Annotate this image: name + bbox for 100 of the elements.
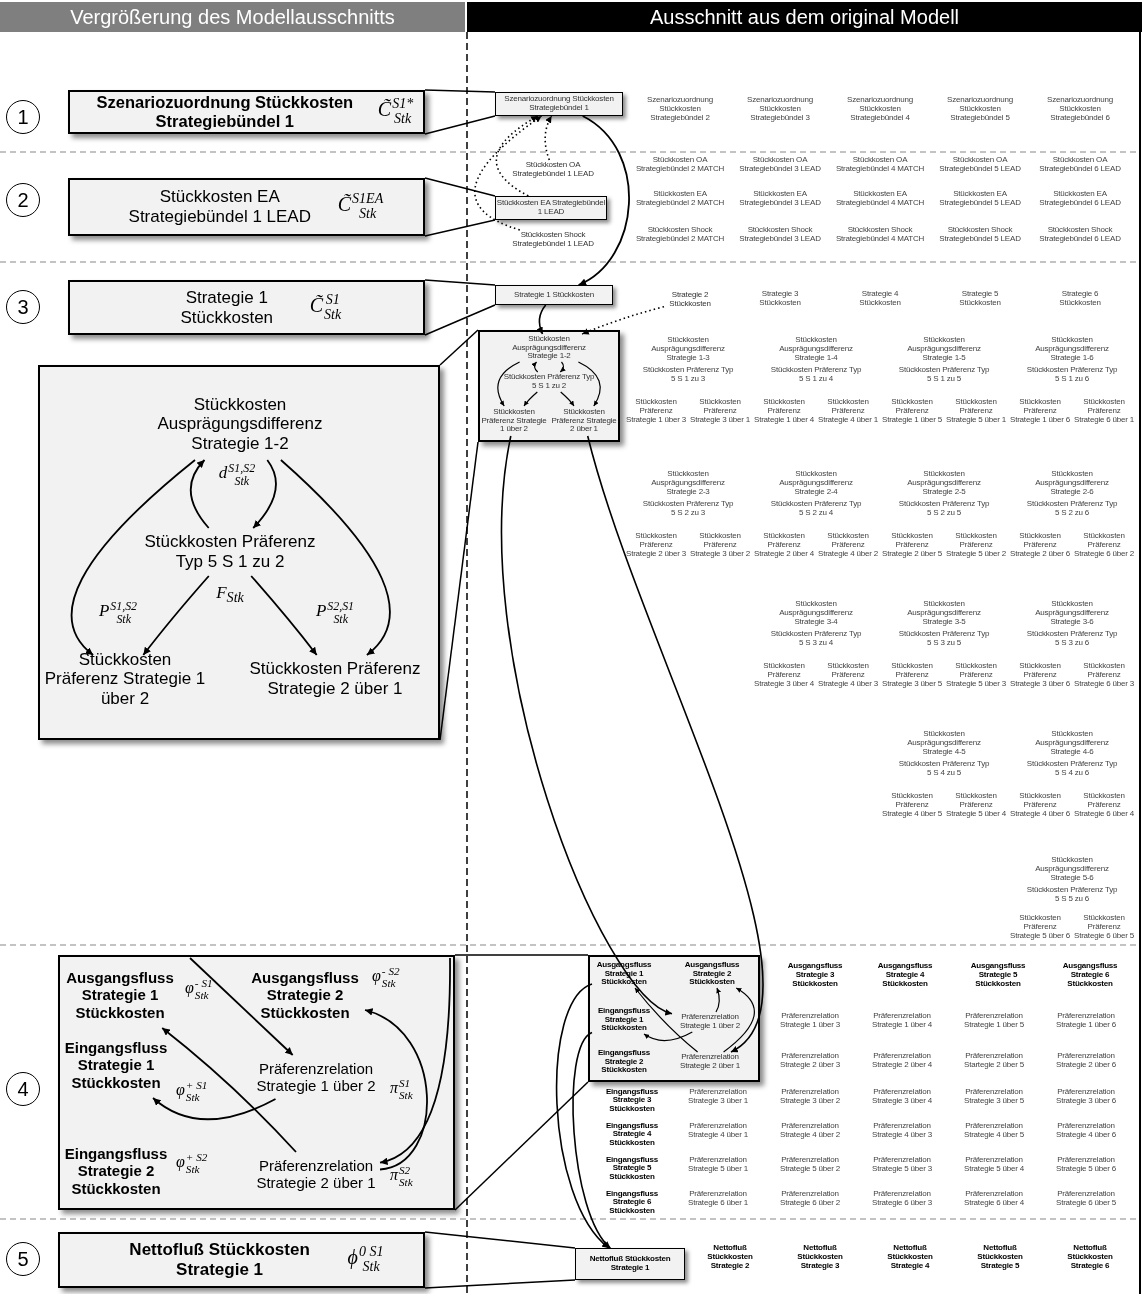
- arrow: [643, 1031, 693, 1042]
- model-label: Stückkosten Präferenz Strategie 4 über 2: [817, 532, 879, 559]
- model-label: Ausgangsfluss Strategie 6 Stückkosten: [1061, 962, 1119, 989]
- arrow: [577, 115, 630, 286]
- arrow: [531, 361, 539, 373]
- column-header: Vergrößerung des Modellausschnitts: [0, 2, 465, 32]
- model-label: Stückkosten EA Strategiebündel 6 LEAD: [1038, 190, 1122, 208]
- model-label: Präferenzrelation Strategie 5 über 2: [779, 1156, 841, 1174]
- node-label: Eingangsfluss Strategie 1 Stückkosten: [592, 1006, 656, 1034]
- model-label: Stückkosten Präferenz Strategie 3 über 4: [753, 662, 815, 689]
- zoom-projection-line: [439, 441, 479, 741]
- model-label: Präferenzrelation Strategie 4 über 6: [1055, 1122, 1117, 1140]
- arrow: [152, 1097, 277, 1121]
- model-label: Präferenzrelation Strategie 6 über 2: [779, 1190, 841, 1208]
- model-label: Stückkosten Shock Strategiebündel 6 LEAD: [1038, 226, 1122, 244]
- model-label: Stückkosten Shock Strategiebündel 2 MATCH: [634, 226, 726, 244]
- node-title: Stückkosten EA Strategiebündel 1 LEAD: [127, 187, 312, 227]
- node-label: Präferenzrelation Strategie 2 über 1: [672, 1052, 748, 1072]
- model-label: Strategie 5 Stückkosten: [958, 290, 1002, 308]
- math-symbol: F$_{Stk}$: [215, 583, 245, 607]
- zoom-projection-line: [424, 89, 496, 93]
- arrow: [252, 459, 277, 529]
- step-number-circle: 3: [6, 290, 40, 324]
- model-label: Präferenzrelation Strategie 3 über 1: [687, 1088, 749, 1106]
- zoom-projection-line: [454, 954, 589, 956]
- model-label: Präferenzrelation Strategie 1 über 4: [871, 1012, 933, 1030]
- arrow: [556, 983, 610, 1249]
- model-label: Stückkosten Präferenz Strategie 4 über 1: [817, 398, 879, 425]
- arrow: [715, 987, 721, 1013]
- model-label: Stückkosten Präferenz Typ 5 S 3 zu 4: [770, 630, 862, 648]
- arrow: [523, 391, 538, 407]
- model-label: Stückkosten Präferenz Typ 5 S 1 zu 6: [1026, 366, 1118, 384]
- highlighted-process-box: [495, 92, 623, 116]
- model-label: Präferenzrelation Strategie 4 über 2: [779, 1122, 841, 1140]
- model-label: Stückkosten EA Strategiebündel 3 LEAD: [738, 190, 822, 208]
- model-label: Nettofluß Stückkosten Strategie 3: [796, 1244, 844, 1271]
- node-title: Stückkosten EA Strategiebündel 1 LEAD: [496, 199, 606, 217]
- model-label: Stückkosten EA Strategiebündel 5 LEAD: [938, 190, 1022, 208]
- model-label: Stückkosten Präferenz Strategie 3 über 5: [881, 662, 943, 689]
- zoom-projection-line: [454, 1081, 589, 1211]
- model-label: Strategie 3 Stückkosten: [758, 290, 802, 308]
- node-label: Ausgangsfluss Strategie 1 Stückkosten: [60, 962, 180, 1028]
- arrow: [586, 435, 763, 1053]
- model-label: Strategie 6 Stückkosten: [1058, 290, 1102, 308]
- model-label: Stückkosten Präferenz Typ 5 S 4 zu 6: [1026, 760, 1118, 778]
- model-label: Nettofluß Stückkosten Strategie 5: [976, 1244, 1024, 1271]
- node-label: Stückkosten Präferenz Typ 5 S 1 zu 2: [130, 528, 330, 576]
- model-label: Nettofluß Stückkosten Strategie 6: [1066, 1244, 1114, 1271]
- arrow: [71, 459, 196, 656]
- zoom-projection-line: [424, 1231, 576, 1249]
- arrow: [560, 391, 575, 407]
- node-title: Nettofluß Stückkosten Strategie 1: [588, 1255, 672, 1273]
- column-header: Ausschnitt aus dem original Modell: [467, 2, 1142, 32]
- zoom-projection-line: [424, 279, 496, 286]
- model-label: Präferenzrelation Strategie 2 über 4: [871, 1052, 933, 1070]
- model-label: Stückkosten Präferenz Strategie 5 über 4: [945, 792, 1007, 819]
- model-label: Stückkosten Präferenz Strategie 3 über 1: [689, 398, 751, 425]
- node-title: Szenariozuordnung Stückkosten Strategiebündel 1: [95, 93, 355, 131]
- model-label: Eingangsfluss Strategie 3 Stückkosten: [604, 1088, 660, 1114]
- model-label: Stückkosten Ausprägungsdifferenz Strategie 4-6: [1034, 730, 1110, 757]
- arrow: [536, 304, 547, 335]
- model-label: Präferenzrelation Strategie 3 über 5: [963, 1088, 1025, 1106]
- model-label: Szenariozuordnung Stückkosten Strategiebündel 6: [1046, 96, 1114, 123]
- model-label: Präferenzrelation Strategie 5 über 3: [871, 1156, 933, 1174]
- model-label: Stückkosten Präferenz Typ 5 S 5 zu 6: [1026, 886, 1118, 904]
- model-label: Stückkosten Ausprägungsdifferenz Strategie 3-4: [778, 600, 854, 627]
- model-label: Stückkosten Präferenz Strategie 1 über 3: [625, 398, 687, 425]
- node-title: Strategie 1 Stückkosten: [514, 290, 594, 300]
- model-label: Stückkosten Präferenz Typ 5 S 1 zu 3: [642, 366, 734, 384]
- zoom-group-box: [58, 955, 455, 1210]
- zoom-group-box: [478, 330, 620, 442]
- node-label: Stückkosten Präferenz Strategie 1 über 2: [481, 406, 547, 436]
- model-label: Präferenzrelation Strategie 6 über 3: [871, 1190, 933, 1208]
- zoom-projection-line: [424, 1279, 576, 1289]
- model-label: Präferenzrelation Strategie 6 über 4: [963, 1190, 1025, 1208]
- model-label: Stückkosten Ausprägungsdifferenz Strategie 1-5: [906, 336, 982, 363]
- model-label: Präferenzrelation Strategie 3 über 4: [871, 1088, 933, 1106]
- model-label: Stückkosten Präferenz Strategie 6 über 1: [1073, 398, 1135, 425]
- model-label: Präferenzrelation Strategie 2 über 6: [1055, 1052, 1117, 1070]
- model-label: Stückkosten Präferenz Typ 5 S 2 zu 3: [642, 500, 734, 518]
- node-title: Szenariozuordnung Stückkosten Strategiebündel 1: [503, 95, 615, 113]
- node-label: Stückkosten Ausprägungsdifferenz Strategie 1-2: [507, 334, 591, 362]
- model-label: Stückkosten Ausprägungsdifferenz Strategie 1-3: [650, 336, 726, 363]
- model-label: Präferenzrelation Strategie 6 über 1: [687, 1190, 749, 1208]
- node-title: Strategie 1 Stückkosten: [179, 287, 275, 328]
- zoom-projection-line: [424, 304, 496, 336]
- node-label: Ausgangsfluss Strategie 2 Stückkosten: [245, 962, 365, 1028]
- model-label: Präferenzrelation Strategie 2 über 3: [779, 1052, 841, 1070]
- model-label: Stückkosten Ausprägungsdifferenz Strategie 2-4: [778, 470, 854, 497]
- model-label: Ausgangsfluss Strategie 5 Stückkosten: [969, 962, 1027, 989]
- model-label: Stückkosten Präferenz Strategie 6 über 5: [1073, 914, 1135, 941]
- node-label: Eingangsfluss Strategie 2 Stückkosten: [60, 1138, 172, 1204]
- model-label: Stückkosten Präferenz Strategie 6 über 4: [1073, 792, 1135, 819]
- zoomed-process-box: [58, 1232, 425, 1288]
- zoom-group-box: [588, 955, 760, 1082]
- model-label: Ausgangsfluss Strategie 3 Stückkosten: [786, 962, 844, 989]
- zoomed-process-box: [68, 280, 425, 335]
- model-label: Stückkosten Präferenz Typ 5 S 1 zu 5: [898, 366, 990, 384]
- model-label: Szenariozuordnung Stückkosten Strategiebündel 2: [646, 96, 714, 123]
- model-label: Szenariozuordnung Stückkosten Strategiebündel 3: [746, 96, 814, 123]
